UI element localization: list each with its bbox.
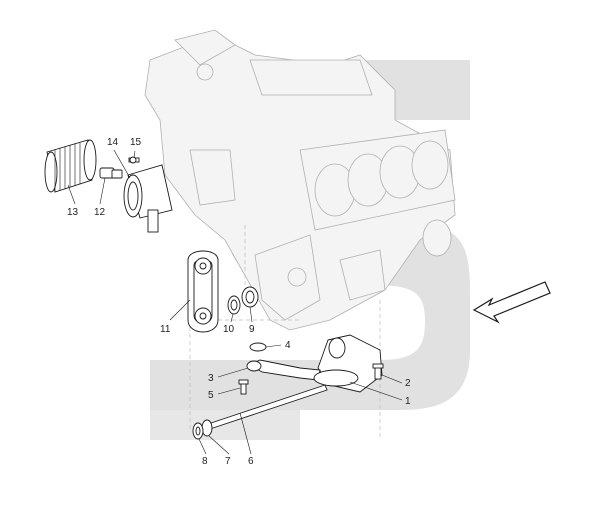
leader-lines [67,149,403,455]
sprocket-9 [241,286,259,308]
bolt-5 [238,379,249,395]
screw-15 [128,156,140,164]
timing-chain [187,250,219,333]
callout-13: 13 [67,207,79,218]
callout-7: 7 [225,456,231,467]
callout-5: 5 [208,390,214,401]
callout-4: 4 [285,340,291,351]
oil-filter [44,139,97,193]
callout-11: 11 [160,324,171,335]
direction-arrow-icon [472,281,551,324]
callout-9: 9 [249,324,255,335]
callout-1: 1 [405,396,411,407]
callout-2: 2 [405,378,411,389]
seal-ring-10 [227,295,241,315]
oil-pump [246,334,383,393]
filter-adapter [99,167,123,179]
callout-12: 12 [94,207,106,218]
filter-housing [123,164,173,233]
callout-10: 10 [223,324,235,335]
callout-labels: 13 12 14 15 11 10 9 4 3 2 5 1 8 7 6 [67,137,411,467]
callout-8: 8 [202,456,208,467]
callout-15: 15 [130,137,142,148]
bolt-2 [372,363,384,380]
gasket-4 [249,342,267,352]
seal-8 [192,422,204,440]
callout-3: 3 [208,373,214,384]
callout-6: 6 [248,456,254,467]
engine-block [144,29,456,331]
callout-14: 14 [107,137,119,148]
o-ring-7 [201,419,213,437]
